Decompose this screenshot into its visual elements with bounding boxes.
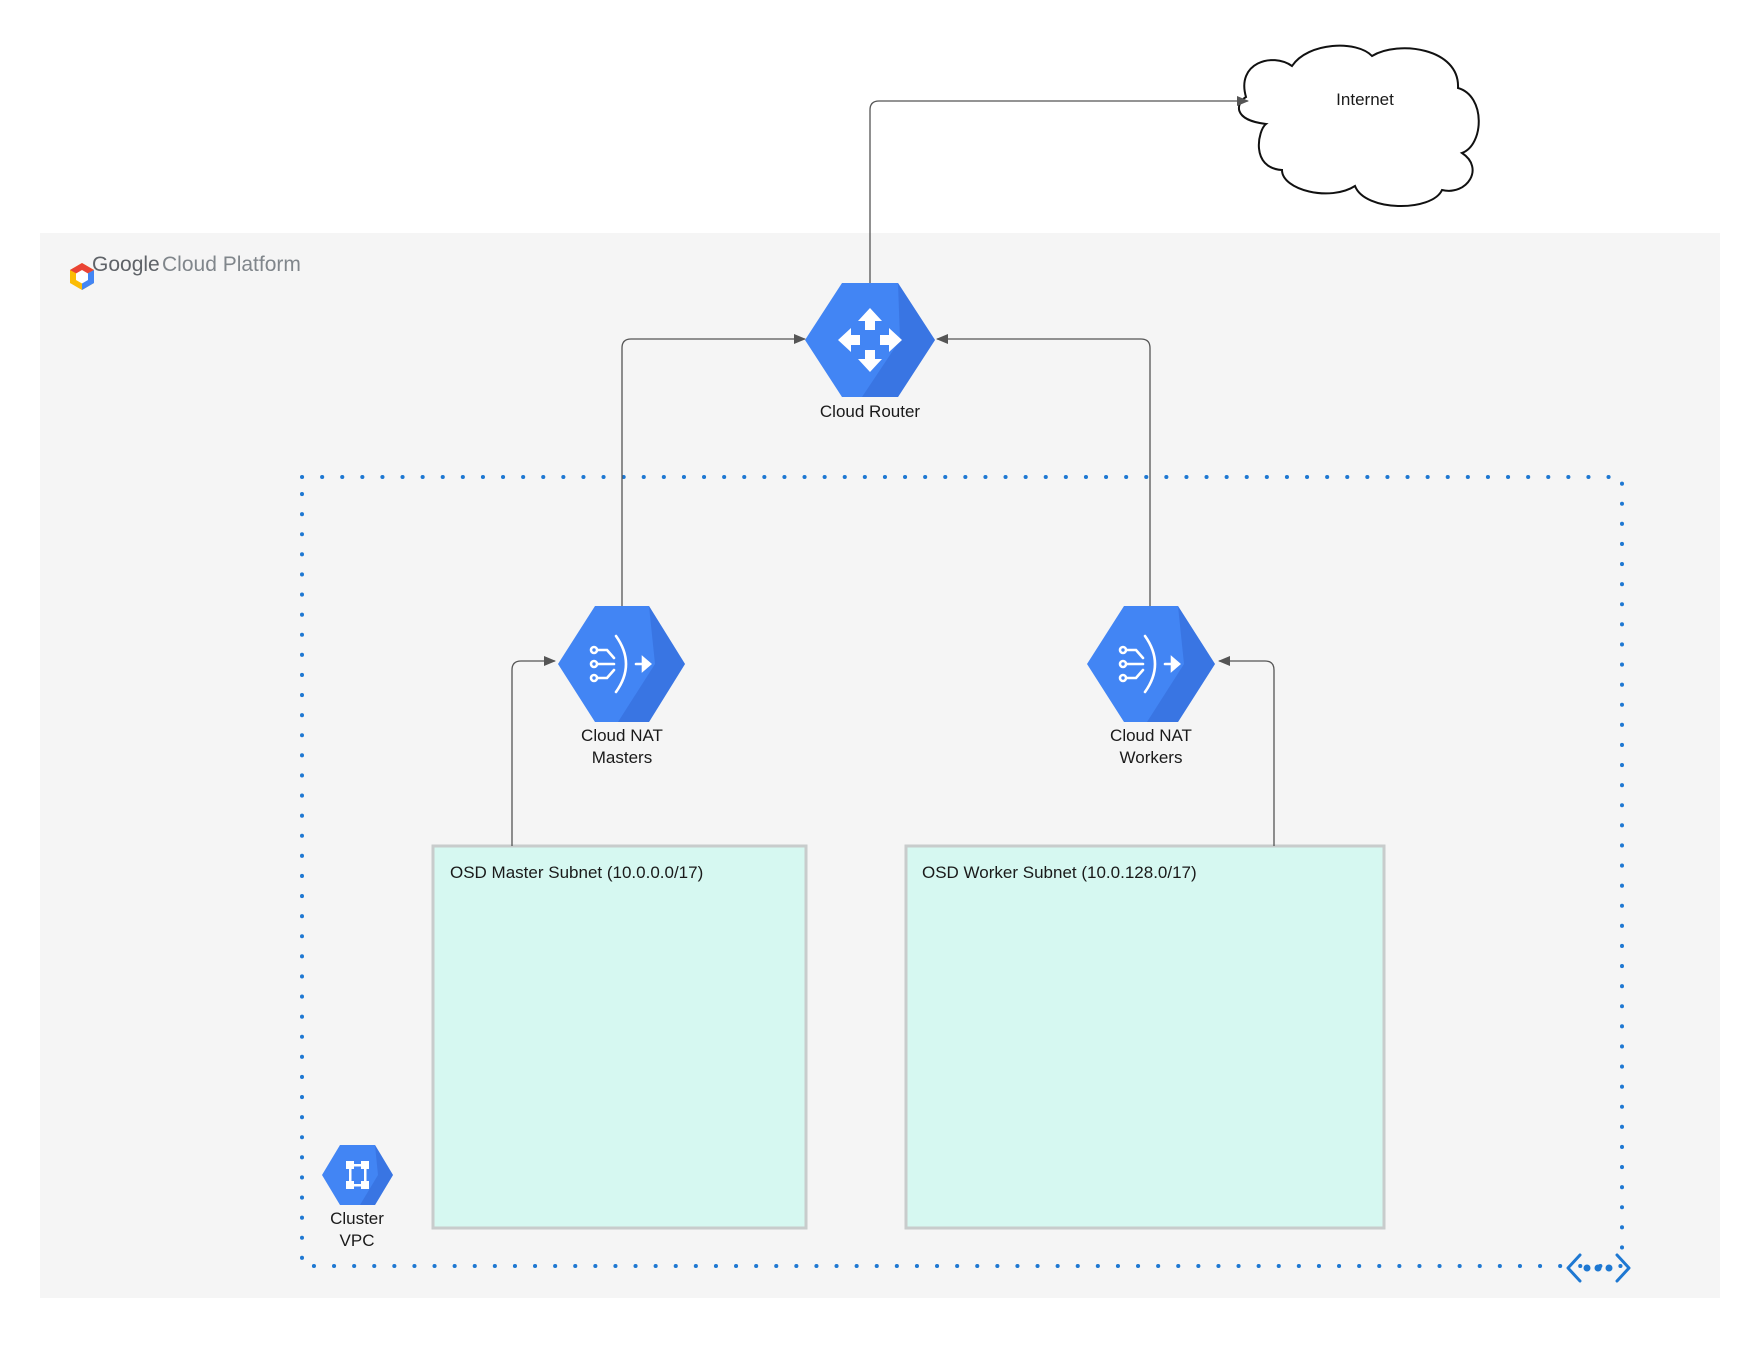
internet-cloud-shape <box>1237 44 1480 207</box>
cloud-nat-masters-label-line1: Cloud NAT <box>581 726 663 745</box>
cloud-nat-workers-label-line2: Workers <box>1120 748 1183 767</box>
vpc-network-corner-icon <box>1566 1253 1631 1283</box>
google-cloud-logo-icon <box>70 263 94 290</box>
connector-master-subnet-to-nat <box>511 656 556 846</box>
cloud-nat-masters-node[interactable] <box>558 606 685 722</box>
vpc-network-icon <box>346 1161 369 1189</box>
cloud-nat-workers-node[interactable] <box>1087 606 1215 722</box>
connector-worker-subnet-to-nat <box>1218 656 1275 846</box>
cloud-nat-workers-label-line1: Cloud NAT <box>1110 726 1192 745</box>
cloud-router-label: Cloud Router <box>820 402 921 421</box>
osd-master-subnet <box>431 844 808 1230</box>
cloud-router-node[interactable] <box>805 283 935 397</box>
connector-router-to-internet <box>869 96 1249 283</box>
connector-nat-workers-to-router <box>936 334 1151 606</box>
platform-brand-cloud-platform: Cloud Platform <box>162 253 301 276</box>
osd-master-subnet-label: OSD Master Subnet (10.0.0.0/17) <box>450 863 703 882</box>
osd-worker-subnet-label: OSD Worker Subnet (10.0.128.0/17) <box>922 863 1197 882</box>
osd-worker-subnet <box>904 844 1386 1230</box>
cluster-vpc-label-line1: Cluster <box>330 1209 384 1228</box>
cloud-nat-icon <box>589 634 652 694</box>
cloud-nat-icon <box>1118 634 1181 694</box>
platform-brand-google: Google <box>92 253 160 276</box>
connector-nat-masters-to-router <box>621 334 806 606</box>
router-arrows-icon <box>838 308 902 372</box>
cluster-vpc-label-line2: VPC <box>340 1231 375 1250</box>
cluster-vpc-node[interactable] <box>322 1145 393 1205</box>
cloud-nat-masters-label-line2: Masters <box>592 748 652 767</box>
gcp-platform-container <box>40 233 1720 1298</box>
internet-label: Internet <box>1336 90 1394 109</box>
